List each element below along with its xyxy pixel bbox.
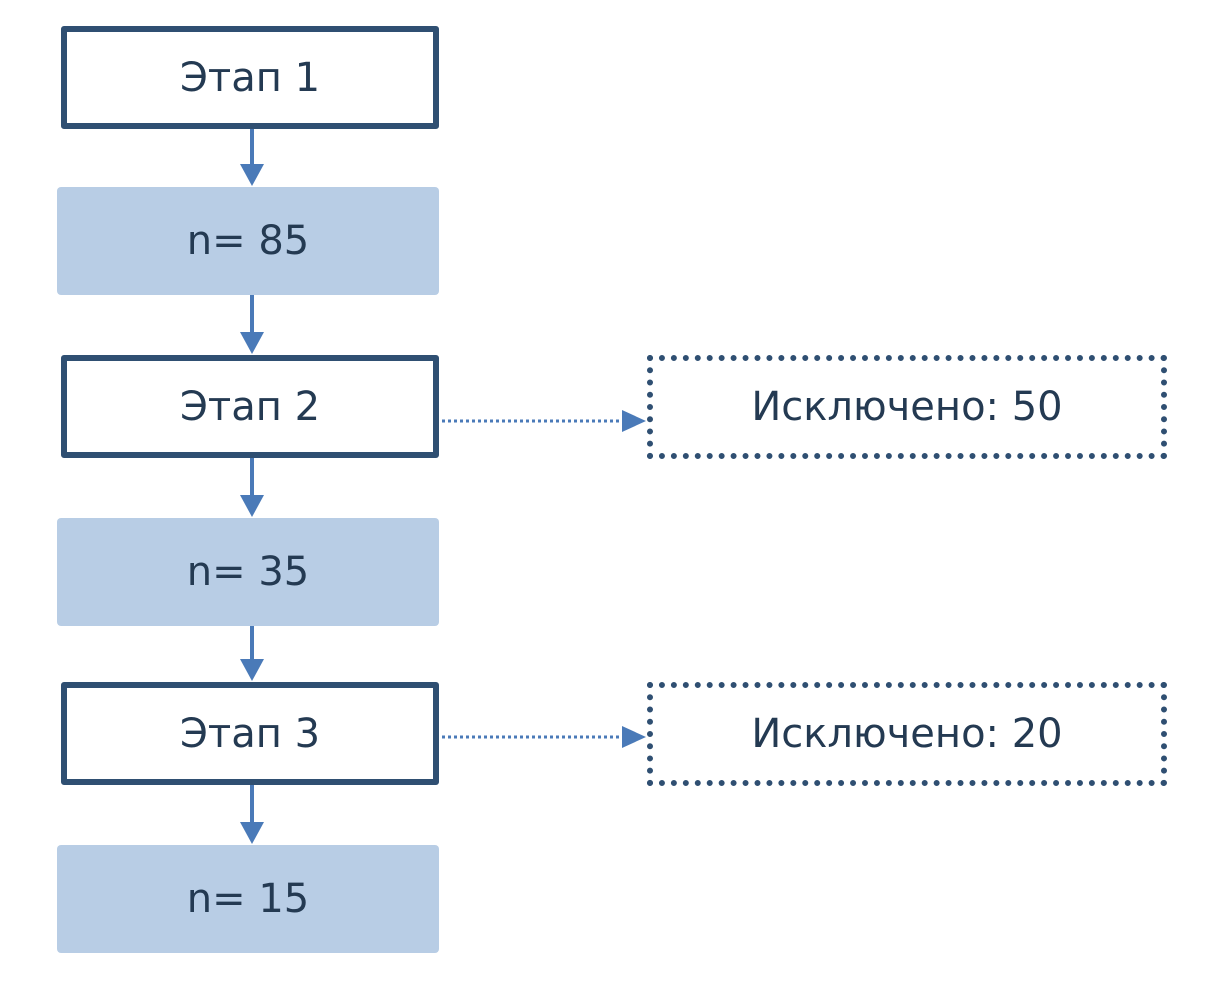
arrow-stage3-to-count3 — [240, 785, 264, 844]
arrow-count1-to-stage2 — [240, 295, 264, 354]
arrow-stage1-to-count1 — [240, 129, 264, 186]
excluded-stage-2-box: Исключено: 50 — [647, 355, 1167, 459]
count-3-box: n= 15 — [57, 845, 439, 953]
arrow-count2-to-stage3 — [240, 626, 264, 681]
arrow-stage2-to-excluded — [442, 410, 646, 432]
stage-3-box: Этап 3 — [61, 682, 439, 785]
stage-1-label: Этап 1 — [179, 54, 321, 101]
excluded-stage-2-label: Исключено: 50 — [751, 384, 1063, 430]
count-1-label: n= 85 — [186, 218, 310, 264]
stage-1-box: Этап 1 — [61, 26, 439, 129]
count-1-box: n= 85 — [57, 187, 439, 295]
stage-2-box: Этап 2 — [61, 355, 439, 458]
arrow-stage2-to-count2 — [240, 458, 264, 517]
excluded-stage-3-box: Исключено: 20 — [647, 682, 1167, 786]
excluded-stage-3-label: Исключено: 20 — [751, 711, 1063, 757]
count-2-box: n= 35 — [57, 518, 439, 626]
arrow-stage3-to-excluded — [442, 726, 646, 748]
stage-3-label: Этап 3 — [179, 710, 321, 757]
stage-2-label: Этап 2 — [179, 383, 321, 430]
count-2-label: n= 35 — [186, 549, 310, 595]
count-3-label: n= 15 — [186, 876, 310, 922]
